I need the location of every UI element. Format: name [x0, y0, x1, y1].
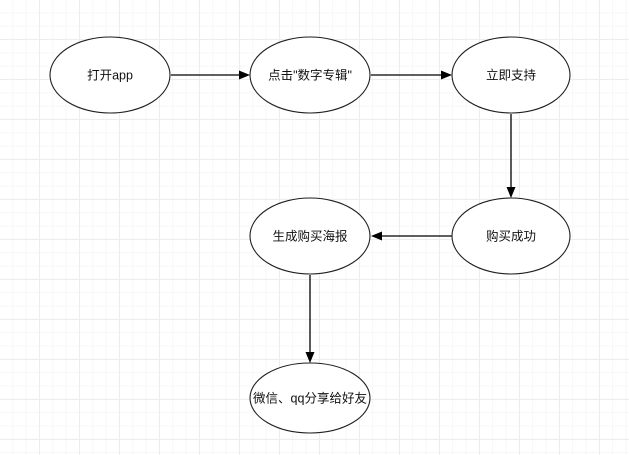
- node-generate-poster[interactable]: 生成购买海报: [249, 197, 371, 275]
- node-share-friends[interactable]: 微信、qq分享给好友: [249, 362, 371, 434]
- node-share-friends-label: 微信、qq分享给好友: [253, 390, 367, 405]
- node-purchase-success-label: 购买成功: [486, 228, 536, 243]
- node-support-now-label: 立即支持: [486, 67, 536, 82]
- edge-open-app-to-click-album: [171, 70, 250, 80]
- node-share-friends-shape[interactable]: [249, 362, 371, 434]
- node-open-app[interactable]: 打开app: [49, 36, 171, 114]
- node-support-now-shape[interactable]: [451, 36, 571, 114]
- node-open-app-shape[interactable]: [49, 36, 171, 114]
- edge-purchase-success-to-generate-poster: [371, 231, 452, 241]
- edge-generate-poster-to-share-friends: [305, 275, 315, 363]
- node-click-album-shape[interactable]: [249, 36, 371, 114]
- node-purchase-success-shape[interactable]: [451, 197, 571, 275]
- node-generate-poster-shape[interactable]: [249, 197, 371, 275]
- node-generate-poster-label: 生成购买海报: [272, 228, 348, 243]
- node-click-album-label: 点击"数字专辑": [268, 67, 352, 82]
- edge-support-now-to-purchase-success: [506, 114, 516, 198]
- node-support-now[interactable]: 立即支持: [451, 36, 571, 114]
- node-purchase-success[interactable]: 购买成功: [451, 197, 571, 275]
- edge-click-album-to-support-now: [371, 70, 452, 80]
- node-click-album[interactable]: 点击"数字专辑": [249, 36, 371, 114]
- node-open-app-label: 打开app: [87, 68, 133, 82]
